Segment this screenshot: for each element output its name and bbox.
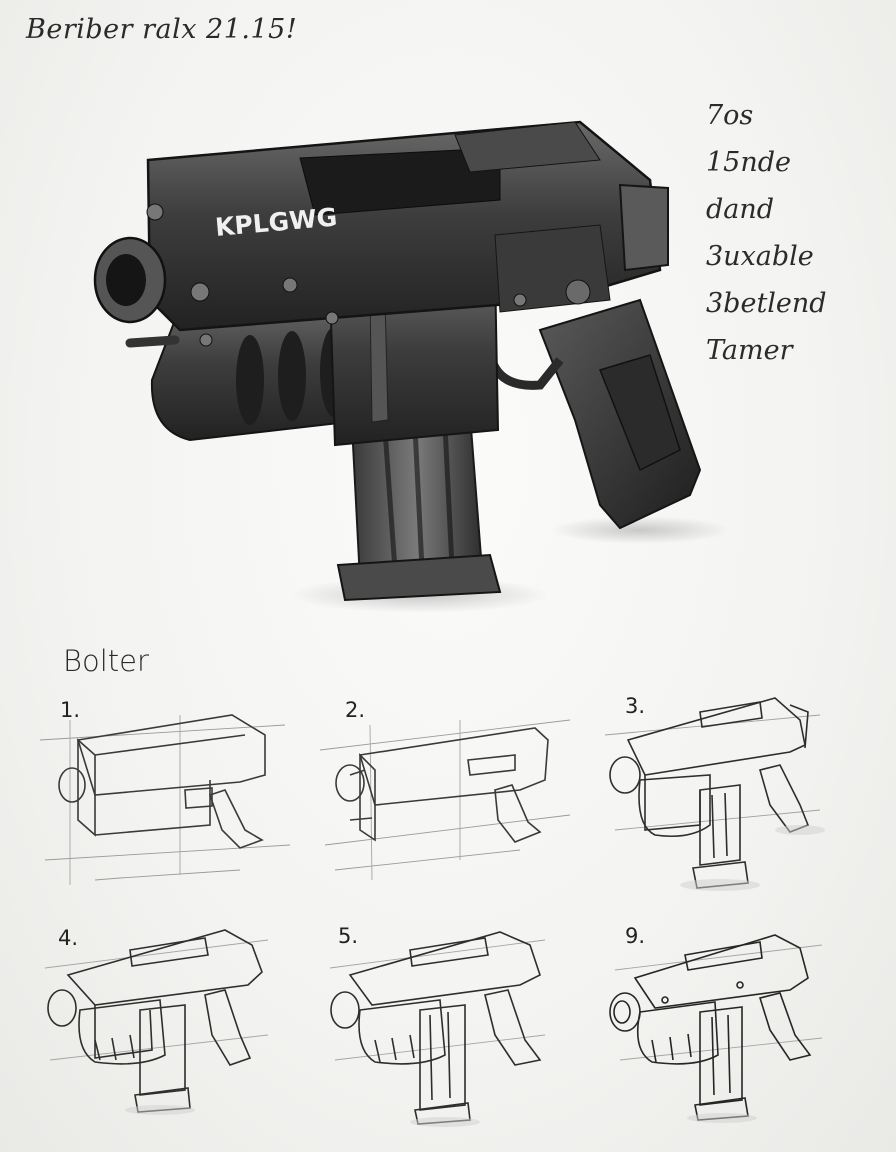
step-4-label: 4.	[58, 926, 79, 950]
bolter-main-drawing: KPLGWG	[93, 120, 730, 613]
side-note-line: dand	[706, 194, 775, 225]
step-4-sketch	[44, 929, 269, 1113]
step-2-label: 2.	[345, 698, 366, 722]
side-note-line: 7os	[706, 100, 754, 131]
step-3-sketch	[604, 697, 821, 889]
side-notes: 7os 15nde dand 3uxable 3betlend Tamer	[706, 92, 886, 374]
step-5-label: 5.	[338, 924, 359, 948]
step-5-sketch	[329, 931, 546, 1125]
step-1-label: 1.	[60, 698, 81, 722]
step-3-label: 3.	[625, 694, 646, 718]
side-note-line: 15nde	[706, 147, 792, 178]
side-note-line: 3uxable	[706, 241, 814, 272]
side-note-line: Tamer	[706, 335, 793, 366]
step-6-sketch	[609, 934, 823, 1121]
side-note-line: 3betlend	[706, 288, 827, 319]
section-title: Bolter	[63, 644, 149, 678]
step-6-label: 9.	[625, 924, 646, 948]
header-note: Beriber ralx 21.15!	[26, 14, 298, 45]
step-2-sketch	[319, 719, 571, 881]
step-1-sketch	[39, 714, 291, 885]
